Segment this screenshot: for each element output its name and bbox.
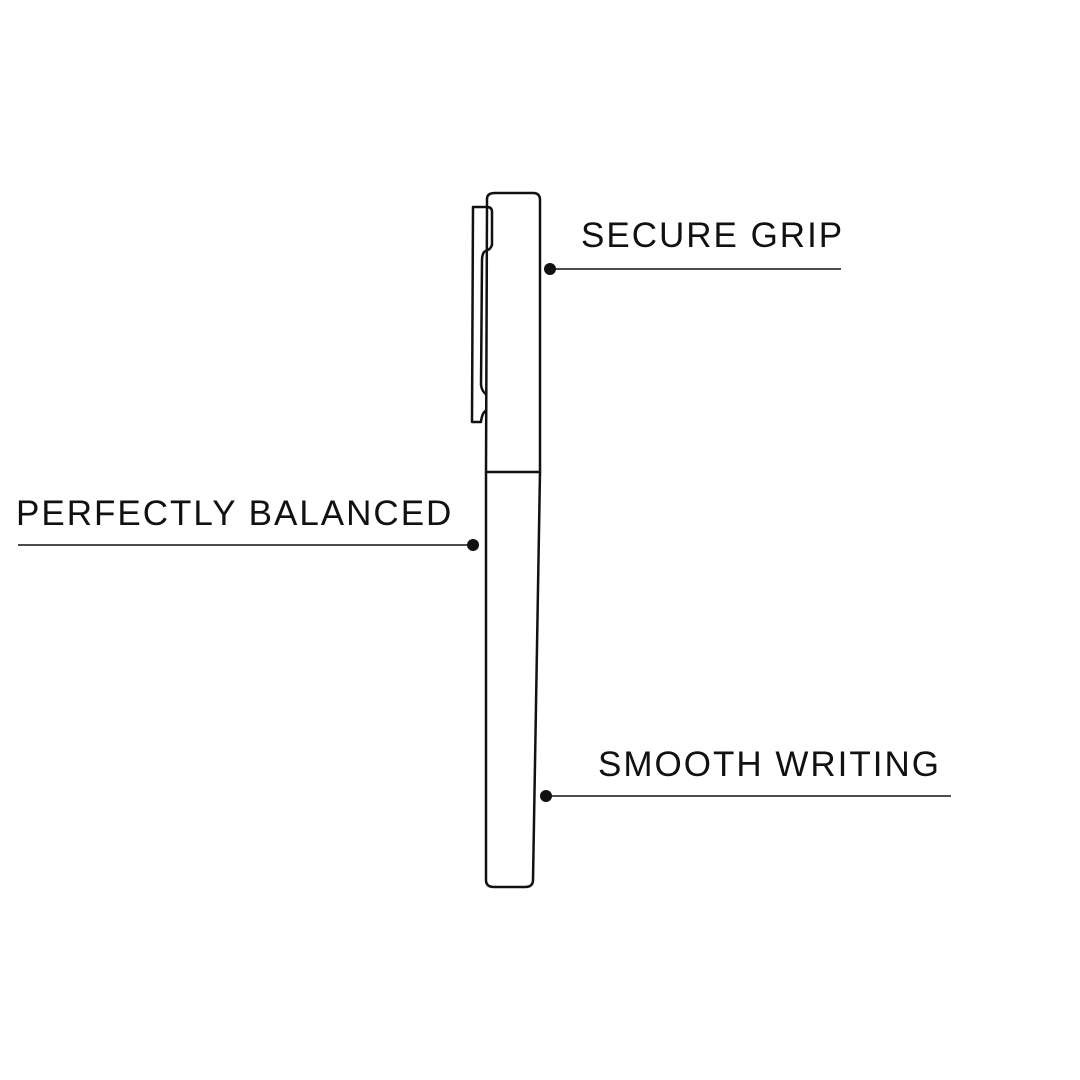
callout-dot-smooth-writing [540,790,552,802]
pen-cap [484,191,542,474]
feature-label-smooth-writing: SMOOTH WRITING [598,745,941,784]
callout-dot-secure-grip [544,263,556,275]
callout-dot-perfectly-balanced [467,539,479,551]
pen-body [484,471,542,889]
pen-clip [470,205,494,424]
feature-label-secure-grip: SECURE GRIP [581,216,845,255]
feature-label-perfectly-balanced: PERFECTLY BALANCED [16,494,454,533]
